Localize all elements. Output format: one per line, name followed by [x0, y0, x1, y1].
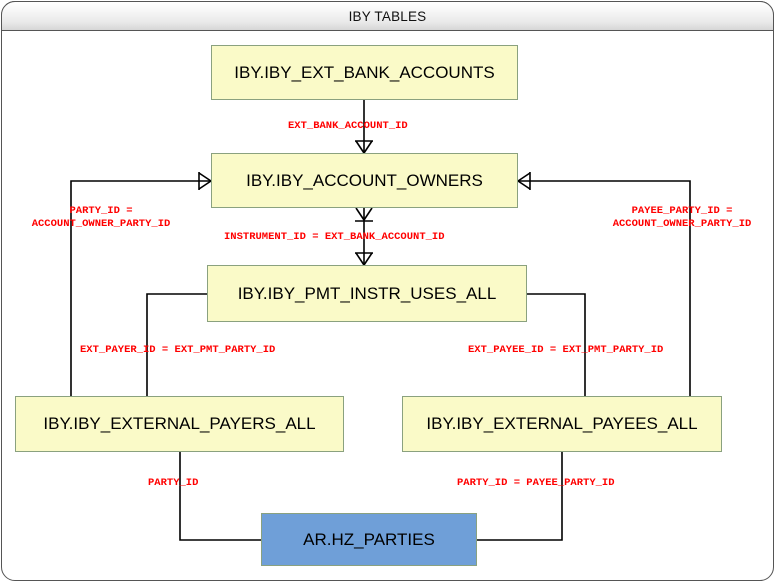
relationship-label-payee-party-id-account-owner-party-id: PAYEE_PARTY_ID = ACCOUNT_OWNER_PARTY_ID	[612, 205, 752, 230]
page-title: IBY TABLES	[348, 8, 427, 24]
relationship-label-party-id-account-owner-party-id: PARTY_ID = ACCOUNT_OWNER_PARTY_ID	[31, 205, 171, 230]
entity-iby-account-owners[interactable]: IBY.IBY_ACCOUNT_OWNERS	[211, 153, 518, 208]
entity-iby-pmt-instr-uses-all[interactable]: IBY.IBY_PMT_INSTR_USES_ALL	[207, 265, 527, 322]
relationship-label-ext-payee-id-ext-pmt-party-id: EXT_PAYEE_ID = EXT_PMT_PARTY_ID	[468, 344, 664, 356]
relationship-label-ext-payer-id-ext-pmt-party-id: EXT_PAYER_ID = EXT_PMT_PARTY_ID	[80, 344, 276, 356]
entity-ar-hz-parties[interactable]: AR.HZ_PARTIES	[261, 513, 477, 566]
relationship-label-party-id: PARTY_ID	[148, 477, 199, 489]
relationship-label-party-id-payee-party-id: PARTY_ID = PAYEE_PARTY_ID	[457, 477, 615, 489]
entity-iby-external-payees-all[interactable]: IBY.IBY_EXTERNAL_PAYEES_ALL	[402, 396, 722, 452]
entity-label: AR.HZ_PARTIES	[303, 529, 435, 549]
relationship-label-instrument-id-ext-bank-account-id: INSTRUMENT_ID = EXT_BANK_ACCOUNT_ID	[224, 231, 445, 243]
relationship-label-ext-bank-account-id: EXT_BANK_ACCOUNT_ID	[288, 120, 408, 132]
entity-label: IBY.IBY_PMT_INSTR_USES_ALL	[237, 283, 497, 303]
entity-label: IBY.IBY_EXTERNAL_PAYERS_ALL	[43, 414, 316, 433]
entity-label: IBY.IBY_EXTERNAL_PAYEES_ALL	[426, 414, 698, 433]
diagram-header: IBY TABLES	[1, 1, 774, 31]
entity-iby-ext-bank-accounts[interactable]: IBY.IBY_EXT_BANK_ACCOUNTS	[211, 45, 518, 100]
entity-label: IBY.IBY_ACCOUNT_OWNERS	[246, 170, 483, 190]
entity-iby-external-payers-all[interactable]: IBY.IBY_EXTERNAL_PAYERS_ALL	[15, 396, 344, 452]
entity-label: IBY.IBY_EXT_BANK_ACCOUNTS	[234, 62, 495, 82]
